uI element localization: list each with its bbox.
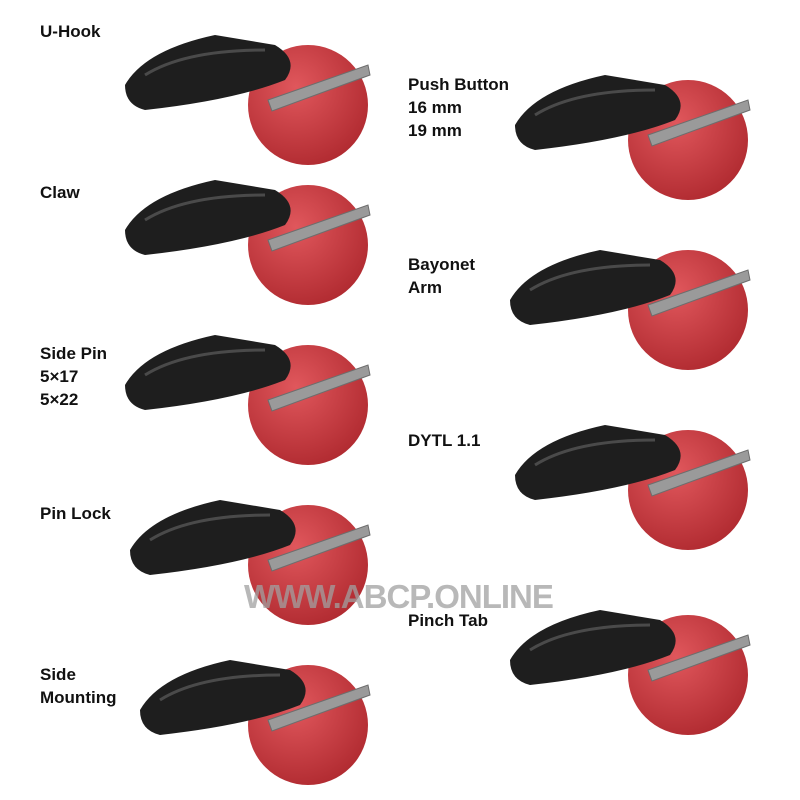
- wiper-blade-adapter-icon: [130, 500, 296, 575]
- wiper-arm-icon: [267, 64, 371, 112]
- wiper-arm-icon: [647, 99, 751, 147]
- adapter-side-mounting: [140, 660, 371, 785]
- wiper-blade-adapter-icon: [125, 335, 291, 410]
- wiper-blade-adapter-icon: [515, 75, 681, 150]
- blade-highlight: [529, 263, 651, 292]
- watermark: WWW.ABCP.ONLINE: [244, 578, 554, 615]
- wiper-blade-adapter-icon: [510, 610, 676, 685]
- wiper-arm-icon: [267, 204, 371, 252]
- label-dytl: DYTL 1.1: [408, 431, 481, 450]
- blade-highlight: [534, 438, 656, 467]
- adapter-dytl: [515, 425, 751, 550]
- blade-highlight: [159, 673, 281, 702]
- wiper-arm-icon: [647, 634, 751, 682]
- adapter-pin-lock: [130, 500, 371, 625]
- adapter-pinch-tab: [510, 610, 751, 735]
- blade-highlight: [144, 48, 266, 77]
- wiper-arm-icon: [267, 364, 371, 412]
- wiper-blade-adapter-icon: [515, 425, 681, 500]
- wiper-arm-icon: [267, 524, 371, 572]
- wiper-arm-icon: [647, 449, 751, 497]
- label-pinch-tab: Pinch Tab: [408, 611, 488, 630]
- wiper-blade-adapter-icon: [125, 180, 291, 255]
- label-pin-lock: Pin Lock: [40, 504, 111, 523]
- wiper-blade-adapter-icon: [140, 660, 306, 735]
- adapter-claw: [125, 180, 371, 305]
- label-claw: Claw: [40, 183, 80, 202]
- blade-highlight: [149, 513, 271, 542]
- adapter-bayonet-arm: [510, 250, 751, 370]
- blade-highlight: [534, 88, 656, 117]
- blade-highlight: [144, 348, 266, 377]
- adapter-u-hook: [125, 35, 371, 165]
- blade-highlight: [529, 623, 651, 652]
- wiper-arm-icon: [267, 684, 371, 732]
- adapter-push-button: [515, 75, 751, 200]
- wiper-arm-icon: [647, 269, 751, 317]
- label-u-hook: U-Hook: [40, 22, 101, 41]
- blade-highlight: [144, 193, 266, 222]
- wiper-blade-adapter-icon: [125, 35, 291, 110]
- adapter-side-pin: [125, 335, 371, 465]
- wiper-blade-adapter-icon: [510, 250, 676, 325]
